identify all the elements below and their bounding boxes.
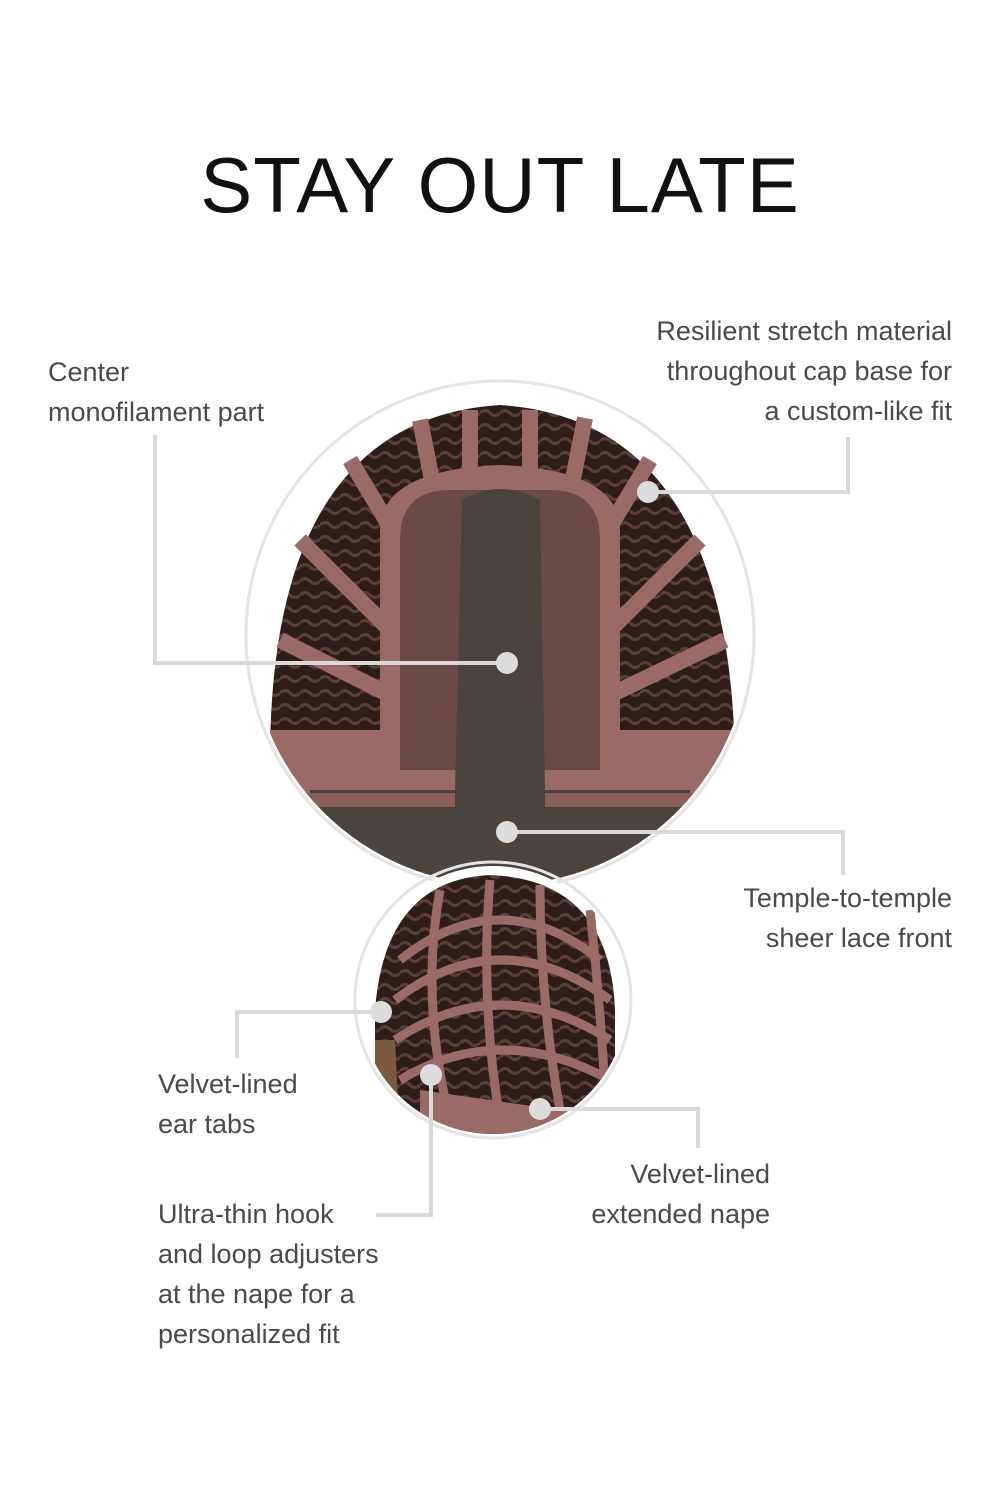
callout-dots (370, 481, 659, 1120)
callout-line: throughout cap base for (666, 356, 952, 386)
callout-hook-loop-adjusters: Ultra-thin hook and loop adjusters at th… (158, 1194, 379, 1354)
callout-line: Resilient stretch material (656, 316, 952, 346)
callout-line: Velvet-lined (630, 1159, 770, 1189)
callout-line: Ultra-thin hook (158, 1199, 334, 1229)
callout-line: and loop adjusters (158, 1239, 379, 1269)
leader-lines (153, 435, 850, 1217)
front-cap-view (250, 385, 750, 885)
callout-line: personalized fit (158, 1319, 340, 1349)
callout-line: Velvet-lined (158, 1069, 298, 1099)
callout-line: Temple-to-temple (743, 883, 952, 913)
callout-line: ear tabs (158, 1109, 256, 1139)
callout-line: at the nape for a (158, 1279, 355, 1309)
callout-extended-nape: Velvet-lined extended nape (591, 1154, 770, 1234)
callout-line: extended nape (591, 1199, 770, 1229)
callout-ear-tabs: Velvet-lined ear tabs (158, 1064, 298, 1144)
page-title: STAY OUT LATE (200, 141, 800, 229)
callout-lace-front: Temple-to-temple sheer lace front (743, 878, 952, 958)
callout-line: sheer lace front (765, 923, 952, 953)
callout-line: a custom-like fit (764, 396, 952, 426)
callout-center-monofilament: Center monofilament part (48, 352, 264, 432)
callout-line: Center (48, 357, 130, 387)
callout-stretch-material: Resilient stretch material throughout ca… (656, 311, 952, 431)
callout-line: monofilament part (48, 397, 265, 427)
